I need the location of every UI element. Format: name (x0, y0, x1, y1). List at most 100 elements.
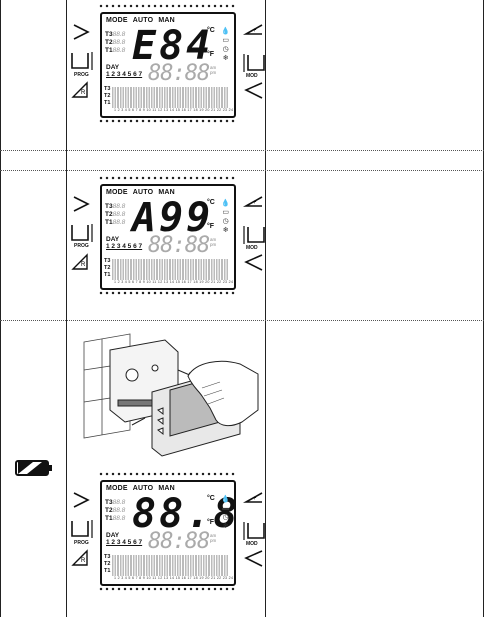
minus-button[interactable] (242, 548, 266, 570)
battery-blinking-icon: ▬ (222, 505, 230, 512)
prog-caption: PROG (74, 540, 89, 546)
t3-bar-label: T3 (104, 258, 111, 264)
t1-bar (112, 273, 228, 280)
t2-bar (112, 266, 228, 273)
celsius-label: °C (207, 27, 215, 34)
t3-value: 88.8 (112, 203, 126, 210)
mod-button[interactable] (242, 520, 266, 542)
temperature-list: T388.8 T288.8 T188.8 (105, 31, 125, 55)
thermostat-insertion-illustration (83, 333, 259, 457)
t2-value: 88.8 (112, 507, 126, 514)
t1-label: T1 (105, 47, 113, 54)
row-separator (0, 320, 484, 321)
auto-label: AUTO (132, 485, 154, 492)
mode-label: MODE (106, 189, 128, 196)
svg-text:+: + (253, 496, 257, 502)
t3-label: T3 (105, 499, 113, 506)
man-label: MAN (158, 485, 175, 492)
t3-bar-label: T3 (104, 86, 111, 92)
t1-bar (112, 101, 228, 108)
mod-caption: MOD (246, 541, 258, 547)
clock-icon: ◷ (222, 514, 229, 521)
t1-value: 88.8 (112, 219, 126, 226)
temperature-list: T388.8 T288.8 T188.8 (105, 499, 125, 523)
snowflake-icon: ❄ (222, 55, 229, 62)
mod-button[interactable] (242, 52, 266, 74)
up-button[interactable] (70, 194, 94, 216)
day-numbers: 1 2 3 4 5 6 7 (106, 539, 143, 546)
t3-bar (112, 87, 228, 94)
t3-bar-label: T3 (104, 554, 111, 560)
celsius-label: °C (207, 199, 215, 206)
auto-label: AUTO (132, 189, 154, 196)
prog-button[interactable] (70, 518, 94, 540)
day-block: DAY 1 2 3 4 5 6 7 (106, 532, 142, 546)
t1-value: 88.8 (112, 47, 126, 54)
t3-bar (112, 259, 228, 266)
fahrenheit-label: °F (207, 223, 215, 230)
speaker-dots (98, 119, 236, 123)
clock-icon: ◷ (222, 218, 229, 225)
t2-bar-label: T2 (104, 265, 111, 271)
main-digits: 88.8 (132, 491, 241, 537)
status-icons: 💧 ▭ ◷ ❄ (221, 27, 230, 63)
svg-text:+: + (253, 28, 257, 34)
fahrenheit-label: °F (207, 51, 215, 58)
t2-bar (112, 562, 228, 569)
hour-ticks: 1 2 3 4 5 6 7 8 9 10 11 12 13 14 15 16 1… (114, 280, 234, 284)
water-drop-icon: 💧 (221, 496, 230, 503)
mod-caption: MOD (246, 245, 258, 251)
speaker-dots (98, 587, 236, 591)
t1-bar-label: T1 (104, 272, 111, 278)
prog-button[interactable] (70, 222, 94, 244)
hour-ticks: 1 2 3 4 5 6 7 8 9 10 11 12 13 14 15 16 1… (114, 576, 234, 580)
svg-text:+: + (253, 200, 257, 206)
prog-caption: PROG (74, 72, 89, 78)
reset-button[interactable]: R (70, 80, 94, 102)
up-button[interactable] (70, 490, 94, 512)
lcd-display: MODE AUTO MAN T388.8 T288.8 T188.8 88.8 … (100, 480, 237, 586)
table-border-left (0, 0, 1, 617)
t3-bar (112, 555, 228, 562)
status-icons: 💧 ▬ ◷ ❄ (221, 495, 230, 531)
up-button[interactable] (70, 22, 94, 44)
clock-digits: 88:88 (148, 61, 210, 86)
t2-label: T2 (105, 39, 113, 46)
plus-button[interactable]: + (242, 194, 266, 216)
auto-label: AUTO (132, 17, 154, 24)
t1-bar-label: T1 (104, 568, 111, 574)
speaker-dots (98, 472, 236, 476)
reset-button[interactable]: R (70, 252, 94, 274)
prog-button[interactable] (70, 50, 94, 72)
plus-button[interactable]: + (242, 490, 266, 512)
plus-button[interactable]: + (242, 22, 266, 44)
minus-button[interactable] (242, 252, 266, 274)
day-numbers: 1 2 3 4 5 6 7 (106, 71, 143, 78)
prog-caption: PROG (74, 243, 89, 249)
t2-bar (112, 94, 228, 101)
am-label: am (210, 533, 217, 538)
thermostat-panel-3: MODE AUTO MAN T388.8 T288.8 T188.8 88.8 … (70, 468, 265, 617)
pm-label: pm (210, 70, 217, 75)
t3-label: T3 (105, 31, 113, 38)
t3-value: 88.8 (112, 31, 126, 38)
t3-label: T3 (105, 203, 113, 210)
hand-icon (187, 360, 259, 427)
day-block: DAY 1 2 3 4 5 6 7 (106, 64, 142, 78)
error-code: A99 (132, 195, 214, 241)
t1-label: T1 (105, 219, 113, 226)
day-label: DAY (106, 64, 120, 71)
t1-value: 88.8 (112, 515, 126, 522)
reset-button[interactable]: R (70, 548, 94, 570)
minus-button[interactable] (242, 80, 266, 102)
clock-digits: 88:88 (148, 233, 210, 258)
table-divider-2 (265, 0, 266, 617)
day-block: DAY 1 2 3 4 5 6 7 (106, 236, 142, 250)
t3-value: 88.8 (112, 499, 126, 506)
temperature-list: T388.8 T288.8 T188.8 (105, 203, 125, 227)
day-label: DAY (106, 532, 120, 539)
clock-icon: ◷ (222, 46, 229, 53)
mod-button[interactable] (242, 224, 266, 246)
pm-label: pm (210, 538, 217, 543)
reset-caption: R (81, 558, 86, 564)
